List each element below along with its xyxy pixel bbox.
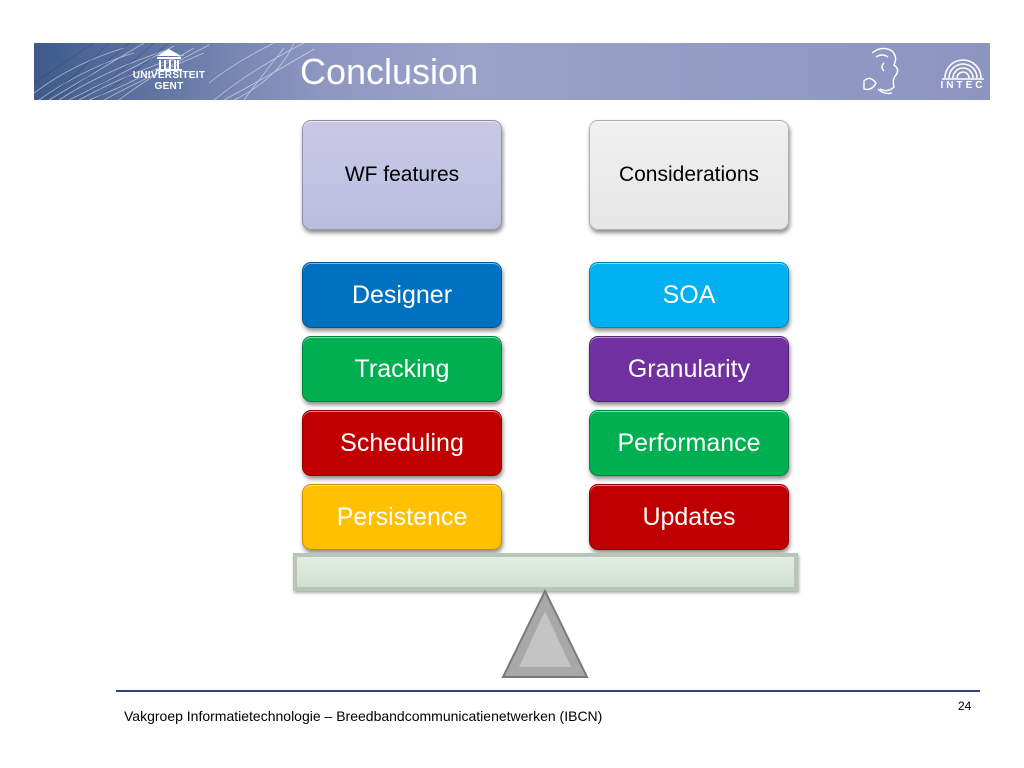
athena-head-icon bbox=[863, 47, 899, 95]
persistence-label: Persistence bbox=[336, 502, 468, 531]
scheduling-box: Scheduling bbox=[302, 410, 502, 476]
designer-box: Designer bbox=[302, 262, 502, 328]
balance-beam bbox=[293, 553, 798, 591]
updates-label: Updates bbox=[642, 502, 736, 531]
footer-text: Vakgroep Informatietechnologie – Breedba… bbox=[124, 708, 603, 724]
university-logo-text: UNIVERSITEIT GENT bbox=[132, 70, 206, 92]
tracking-box: Tracking bbox=[302, 336, 502, 402]
wf-features-header-box: WF features bbox=[302, 120, 502, 230]
intec-logo-text: INTEC bbox=[940, 80, 986, 91]
soa-box: SOA bbox=[589, 262, 789, 328]
granularity-label: Granularity bbox=[627, 354, 751, 383]
university-building-icon bbox=[156, 49, 182, 71]
persistence-box: Persistence bbox=[302, 484, 502, 550]
wf-features-label: WF features bbox=[344, 163, 460, 186]
performance-box: Performance bbox=[589, 410, 789, 476]
designer-label: Designer bbox=[351, 280, 453, 309]
considerations-label: Considerations bbox=[618, 163, 760, 186]
granularity-box: Granularity bbox=[589, 336, 789, 402]
intec-logo-icon bbox=[942, 59, 984, 80]
footer-divider bbox=[116, 690, 980, 692]
performance-label: Performance bbox=[617, 428, 761, 457]
considerations-header-box: Considerations bbox=[589, 120, 789, 230]
hair-texture-graphic bbox=[34, 43, 315, 100]
header-band bbox=[34, 43, 990, 100]
scheduling-label: Scheduling bbox=[340, 428, 464, 457]
balance-fulcrum bbox=[501, 589, 589, 678]
soa-label: SOA bbox=[662, 280, 716, 309]
slide-title: Conclusion bbox=[300, 51, 479, 92]
page-number: 24 bbox=[958, 699, 972, 713]
tracking-label: Tracking bbox=[354, 354, 450, 383]
updates-box: Updates bbox=[589, 484, 789, 550]
university-logo-line2: GENT bbox=[154, 81, 184, 92]
university-logo-line1: UNIVERSITEIT bbox=[132, 70, 206, 81]
